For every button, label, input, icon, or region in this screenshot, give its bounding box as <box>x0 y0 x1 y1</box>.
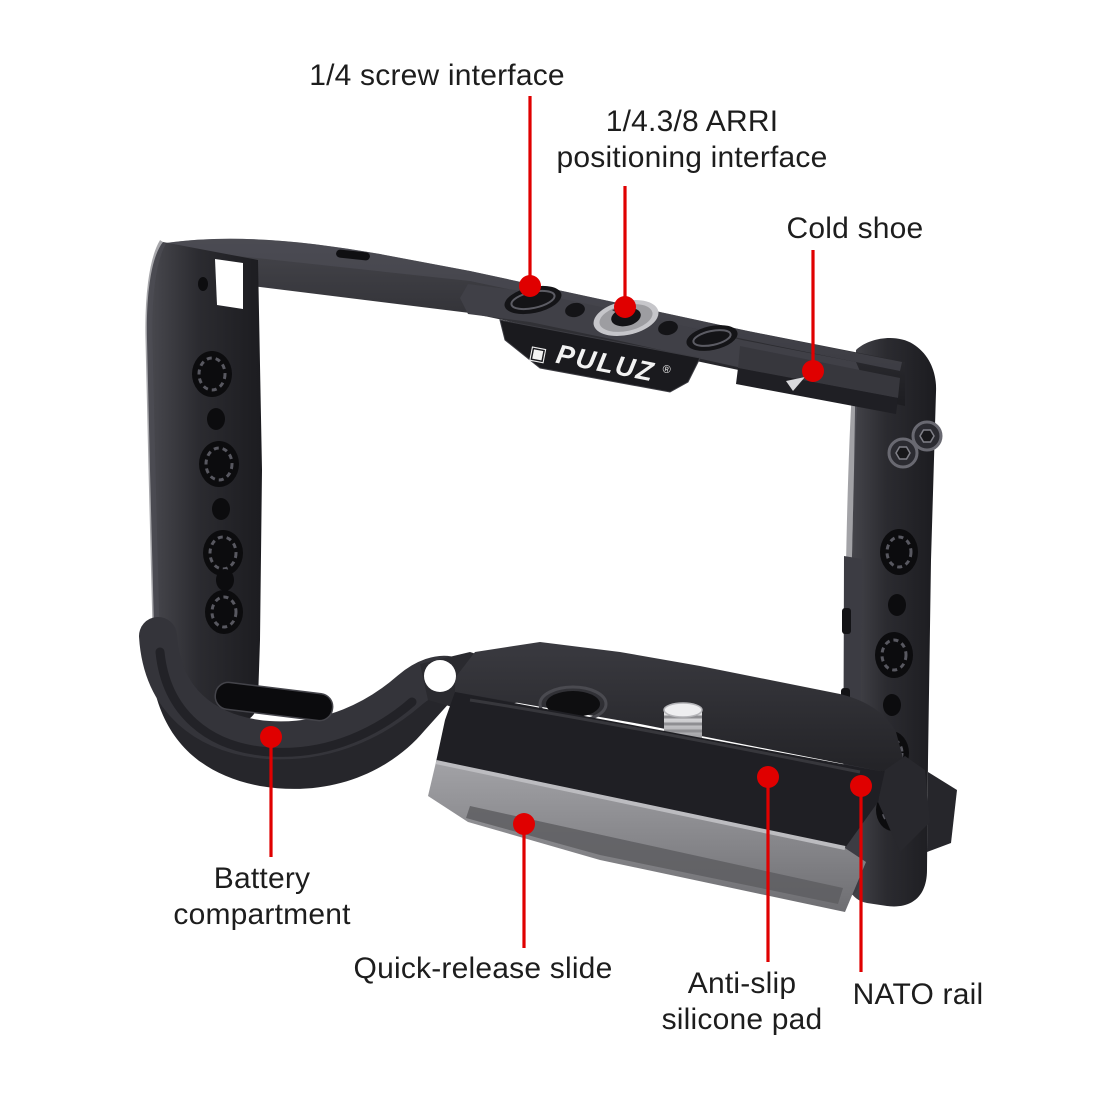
label-text: positioning interface <box>556 141 828 174</box>
countersunk-hole <box>546 691 600 717</box>
plate-notch <box>424 660 456 692</box>
label-text: NATO rail <box>852 978 984 1011</box>
pointer-dot-quick-release <box>513 813 535 835</box>
battery-slot-opening <box>214 681 334 722</box>
bottom-plate-front-face <box>436 692 885 848</box>
puluz-logo-mark: ▣ <box>527 342 549 366</box>
pointer-dot-battery <box>260 726 282 748</box>
pointer-dot-arri-interface <box>614 296 636 318</box>
pointer-dot-cold-shoe <box>802 360 824 382</box>
top-plate-front-face <box>499 319 701 393</box>
left-rail-threaded-holes <box>192 351 243 634</box>
top-beam-top-highlight <box>166 238 902 371</box>
plate-right-end <box>878 756 930 852</box>
label-text: 1/4 screw interface <box>309 59 565 92</box>
label-battery-compartment: Battery compartment <box>173 861 350 933</box>
label-text: 1/4.3/8 ARRI <box>605 105 779 138</box>
label-text: compartment <box>173 898 351 931</box>
hex-screw <box>911 420 943 452</box>
left-rail-edge-highlight <box>145 240 167 669</box>
registered-mark: ® <box>661 363 671 376</box>
label-nato-rail: NATO rail <box>853 977 984 1013</box>
label-text: silicone pad <box>661 1003 823 1036</box>
quick-release-slide <box>428 760 866 912</box>
cold-shoe-front <box>736 368 898 414</box>
label-text: Cold shoe <box>786 212 924 245</box>
camera-cage: ▣ PULUZ ® <box>139 238 957 912</box>
pointer-dot-screw-interface <box>519 275 541 297</box>
pin-hole <box>198 277 208 291</box>
quarter-screw-hole <box>504 285 562 315</box>
label-text: Quick-release slide <box>353 952 613 985</box>
label-quarter-screw-interface: 1/4 screw interface <box>309 58 565 94</box>
top-beam-slot <box>336 249 370 261</box>
right-rail-foot <box>927 772 957 852</box>
label-arri-positioning-interface: 1/4.3/8 ARRI positioning interface <box>556 104 827 176</box>
battery-compartment-mass <box>149 640 452 789</box>
slide-bottom-chamfer <box>466 806 843 904</box>
hex-screw <box>887 437 919 469</box>
nato-slot <box>842 608 851 634</box>
bottom-plate <box>424 642 930 912</box>
label-anti-slip-silicone-pad: Anti-slip silicone pad <box>662 966 823 1038</box>
small-hole <box>658 320 678 336</box>
label-quick-release-slide: Quick-release slide <box>354 951 613 987</box>
annotation-leaders <box>269 96 863 972</box>
top-beam <box>157 238 906 406</box>
label-text: Battery <box>213 862 311 895</box>
small-hole <box>565 302 585 318</box>
plate-ridge <box>469 698 861 774</box>
pointer-dot-anti-slip <box>757 766 779 788</box>
pointer-dot-nato-rail <box>850 775 872 797</box>
battery-compartment-lip <box>139 617 471 760</box>
annotation-dots <box>260 275 872 835</box>
quarter-screw-hole-ring <box>692 329 732 347</box>
cold-shoe-arrow-marker <box>786 377 805 391</box>
label-cold-shoe: Cold shoe <box>787 211 924 247</box>
left-rail-corner-gap <box>215 259 243 309</box>
quarter-screw-hole <box>686 325 738 351</box>
label-text: Anti-slip <box>687 967 797 1000</box>
left-rail <box>145 240 262 724</box>
